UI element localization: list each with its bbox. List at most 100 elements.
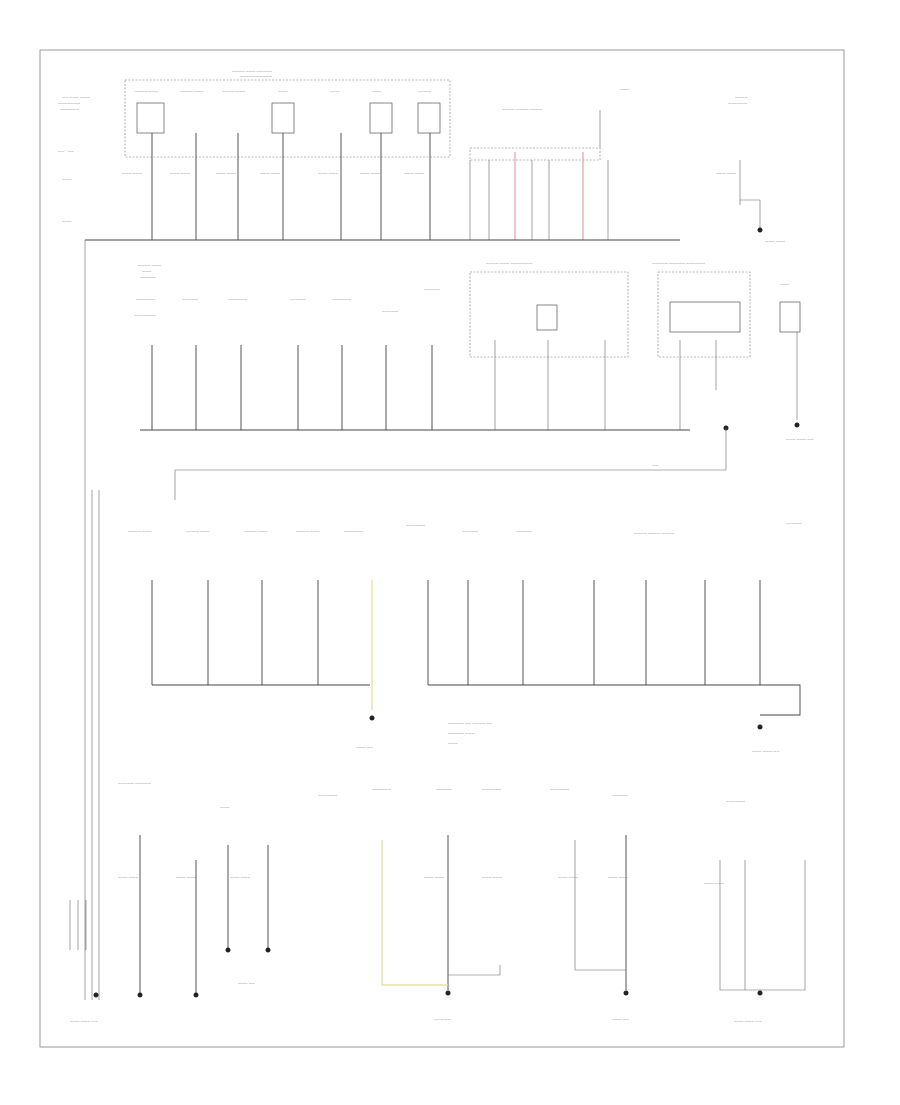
relay-symbol (779, 301, 801, 333)
relay-row-1: ———— ——— ———— ——— ———— ——— ——— ——— ——— —… (135, 89, 441, 134)
component-label: ————— (612, 793, 629, 797)
component-label: ——————— (134, 313, 157, 317)
relay-label: ———— (418, 89, 432, 93)
component-label: ———— ———— ———— (502, 107, 543, 111)
wire-code: ——— ——— (558, 875, 579, 879)
component-label: ——— (220, 805, 230, 809)
wire-code: ——— ——— (424, 875, 445, 879)
wire-code: ——— (62, 177, 72, 181)
relay-symbol (417, 102, 441, 134)
component-label: —————— (60, 107, 80, 111)
junction-box-title: ————— ————— —————— (652, 261, 706, 265)
row-4-wire-codes: ——— ——— ——— ——— ——— ——— ——— ——— ——— ——— … (118, 875, 725, 885)
wire-code: —— (652, 463, 659, 467)
component-label: —————— (332, 297, 352, 301)
wire-code: ——— ——— (260, 171, 281, 175)
row-1-splice-labels: —— · —— ——— ——— ——— ——— ——— ——— ——— ——— … (58, 149, 737, 223)
relay-label: ——— (330, 89, 340, 93)
component-label: —————— (550, 787, 570, 791)
component-label: —————— (344, 529, 364, 533)
wire-code: —— · —— (58, 149, 75, 153)
relay-symbol (536, 304, 558, 331)
relay-label: ——— (372, 89, 382, 93)
ground-point-label: ——— ——— —— (752, 749, 780, 753)
relay-box-outline (124, 79, 451, 158)
relay-label: ——— (278, 89, 288, 93)
wire-code: ——— ——— (122, 171, 143, 175)
component-label: —————— (482, 787, 502, 791)
junction-box-outline (469, 271, 629, 358)
relay-label: ———— ——— (135, 89, 159, 93)
component-label: —————— (318, 793, 338, 797)
legend-note: ——— (448, 741, 458, 745)
wire-code: ——— ——— (230, 875, 251, 879)
legend-note: ————— —— ———— —— (448, 721, 493, 725)
component-label: ——— (780, 282, 790, 286)
component-label: ————— (462, 529, 479, 533)
wire-code: ——— ——— (176, 875, 197, 879)
wire-code: ——— ——— (216, 171, 237, 175)
component-label: ————— (424, 287, 441, 291)
component-label: ———— ——— (128, 529, 152, 533)
component-label: ———— ——— (138, 263, 162, 267)
ground-point-label: ——— —— (612, 1017, 630, 1021)
wire-code: ——— ——— (704, 881, 725, 885)
wire-code: ——— ——— (118, 875, 139, 879)
wire-code: ——— ——— (170, 171, 191, 175)
component-label: —— ——— ——— (62, 95, 90, 99)
relay-symbol (271, 102, 295, 134)
ground-point-label: ——— —— (238, 981, 256, 985)
headlamp-box-outline (469, 147, 601, 161)
component-label: —————— (728, 101, 748, 105)
wire-code: ——— ——— (716, 171, 737, 175)
row-3-wires: ——— —— ——— ——— —— ————— —— ———— —— —————… (151, 580, 801, 753)
component-label: ——— (620, 87, 630, 91)
relay-symbol (369, 102, 393, 134)
relay-label: ———— ——— (180, 89, 204, 93)
row-2-components: ———— ——— ——— ————— —————— ——————— ————— … (134, 261, 801, 358)
ground-point-label: ——— ——— —— (786, 437, 814, 441)
component-label: ————— (382, 309, 399, 313)
component-label: ————— (516, 529, 533, 533)
row-1-wires: ——— ——— (85, 110, 786, 243)
ground-point-label: ——— —— (434, 1017, 452, 1021)
component-label: ————— (140, 275, 157, 279)
component-label: ————— (786, 521, 803, 525)
ground-point-label: ——— —— (356, 745, 374, 749)
relay-symbol (669, 301, 741, 333)
component-label: —————— (372, 787, 392, 791)
ground-point-label: ——— ——— (765, 239, 786, 243)
ground-point-label: ——— ——— —— (70, 1019, 98, 1023)
component-label: ——— (142, 269, 152, 273)
component-label: ———— ——— (296, 529, 320, 533)
component-label: ———— (735, 95, 749, 99)
component-label: —————— (726, 799, 746, 803)
row-1-components: —— ——— ——— ——————— —————— ———— ——— —————… (58, 69, 749, 161)
wire-code: ——— ——— (360, 171, 381, 175)
relay-symbol (136, 102, 165, 134)
wire-code: ——— ——— (608, 875, 629, 879)
wire-code: ——— ——— (318, 171, 339, 175)
component-label: —————— (406, 523, 426, 527)
component-label: ————— (182, 297, 199, 301)
row-4-components: ————— ————— ——— —————— —————— ————— ————… (118, 781, 746, 809)
component-label: ———— ———— ———— (634, 531, 675, 535)
relay-box-title: ———— ——— ————— (232, 69, 273, 73)
diagram-border (39, 49, 845, 1048)
wire-code: ——— (62, 219, 72, 223)
component-label: ————— (290, 297, 307, 301)
component-stack: ———— ——— ——— ————— —————— ——————— (134, 263, 162, 317)
junction-box-title: ———— ——— ——————— (486, 261, 533, 265)
row-3-components: ———— ——— ———— ——— ———— ——— ———— ——— ————… (128, 521, 803, 535)
junction-box-outline (657, 271, 751, 358)
component-label: —————— (228, 297, 248, 301)
ground-point-label: ——— ——— —— (734, 1019, 762, 1023)
component-label: ———— ——— (186, 529, 210, 533)
component-label: ———— ——— (244, 529, 268, 533)
legend-note: ————— ——— (448, 731, 475, 735)
component-label: ————— (436, 787, 453, 791)
legend-notes: ————— —— ———— —— ————— ——— ——— (448, 721, 493, 745)
row-2-wires: ——— ——— —— —— (84, 240, 814, 1000)
